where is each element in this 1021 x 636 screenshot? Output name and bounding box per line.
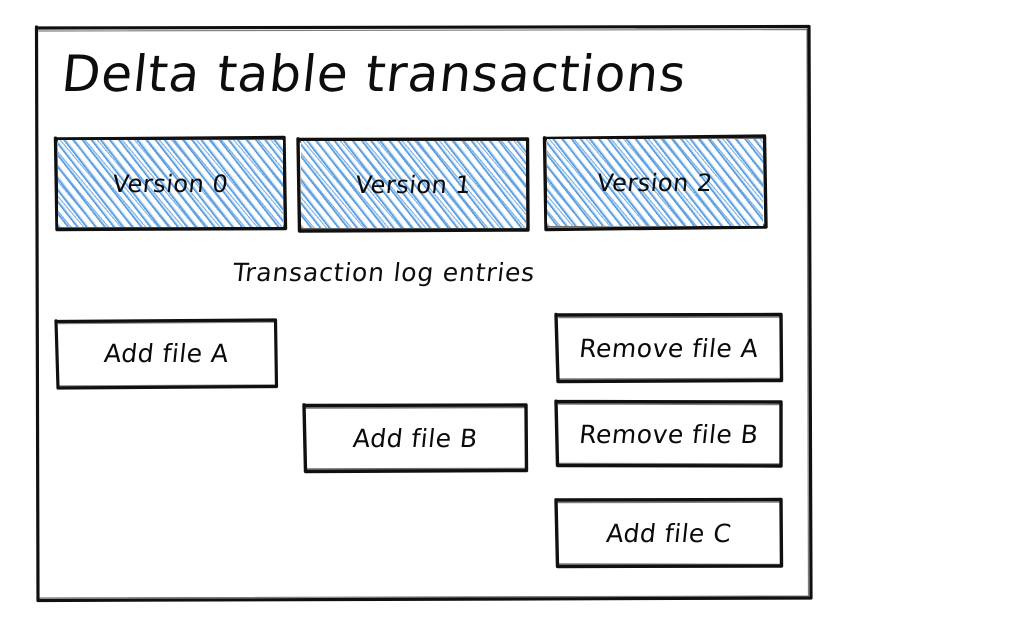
log-entry-add-file-c[interactable]: Add file C [554, 497, 784, 569]
version-box-label: Version 0 [111, 169, 230, 198]
version-box-label: Version 2 [595, 168, 715, 197]
diagram-frame [34, 24, 813, 603]
version-box-0[interactable]: Version 0 [53, 135, 288, 232]
log-entry-add-file-a[interactable]: Add file A [54, 318, 279, 390]
log-entry-remove-file-a[interactable]: Remove file A [554, 312, 784, 384]
log-entry-label: Add file C [605, 518, 733, 548]
log-entry-label: Remove file B [577, 419, 761, 449]
log-entry-remove-file-b[interactable]: Remove file B [554, 399, 783, 468]
version-box-1[interactable]: Version 1 [296, 137, 530, 233]
version-box-label: Version 1 [354, 170, 473, 199]
version-box-2[interactable]: Version 2 [542, 134, 768, 232]
log-entry-label: Remove file A [577, 333, 761, 363]
section-caption: Transaction log entries [231, 258, 537, 287]
log-entry-add-file-b[interactable]: Add file B [302, 403, 529, 474]
page-title: Delta table transactions [58, 45, 690, 103]
log-entry-label: Add file A [102, 339, 231, 368]
log-entry-label: Add file B [351, 423, 480, 453]
